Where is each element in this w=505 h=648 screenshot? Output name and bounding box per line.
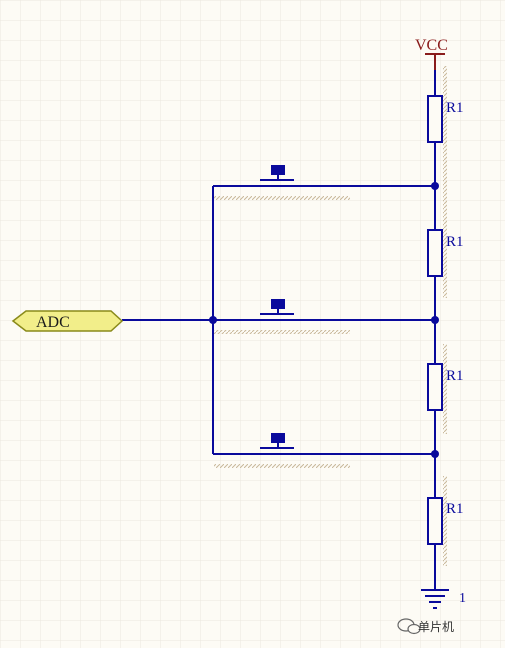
resistor-2-label: R1 xyxy=(446,234,464,250)
adc-label: ADC xyxy=(36,314,70,331)
ground-pin-label: 1 xyxy=(459,591,466,606)
resistor-4-label: R1 xyxy=(446,501,464,517)
resistor-1: R1 xyxy=(427,95,464,143)
chat-bubble-icon xyxy=(397,618,421,635)
push-button-icon xyxy=(248,433,306,455)
push-button-3 xyxy=(248,433,306,455)
push-button-icon xyxy=(248,165,306,187)
junction-dots xyxy=(209,182,439,458)
ground-icon xyxy=(421,589,449,609)
watermark-text: 单片机 xyxy=(418,620,455,634)
resistor-icon xyxy=(427,363,443,411)
resistor-3-label: R1 xyxy=(446,368,464,384)
resistor-3: R1 xyxy=(427,363,464,411)
resistor-2: R1 xyxy=(427,229,464,277)
resistor-icon xyxy=(427,497,443,545)
push-button-2 xyxy=(248,299,306,321)
adc-net-port: ADC xyxy=(11,310,124,332)
ground-symbol: 1 xyxy=(421,589,466,609)
vcc-power-symbol: VCC xyxy=(415,37,448,70)
component-shadows xyxy=(214,66,447,566)
resistor-icon xyxy=(427,95,443,143)
push-button-icon xyxy=(248,299,306,321)
push-button-1 xyxy=(248,165,306,187)
resistor-icon xyxy=(427,229,443,277)
resistor-1-label: R1 xyxy=(446,100,464,116)
vcc-label: VCC xyxy=(415,37,448,54)
resistor-4: R1 xyxy=(427,497,464,545)
net-port-icon xyxy=(11,310,124,332)
